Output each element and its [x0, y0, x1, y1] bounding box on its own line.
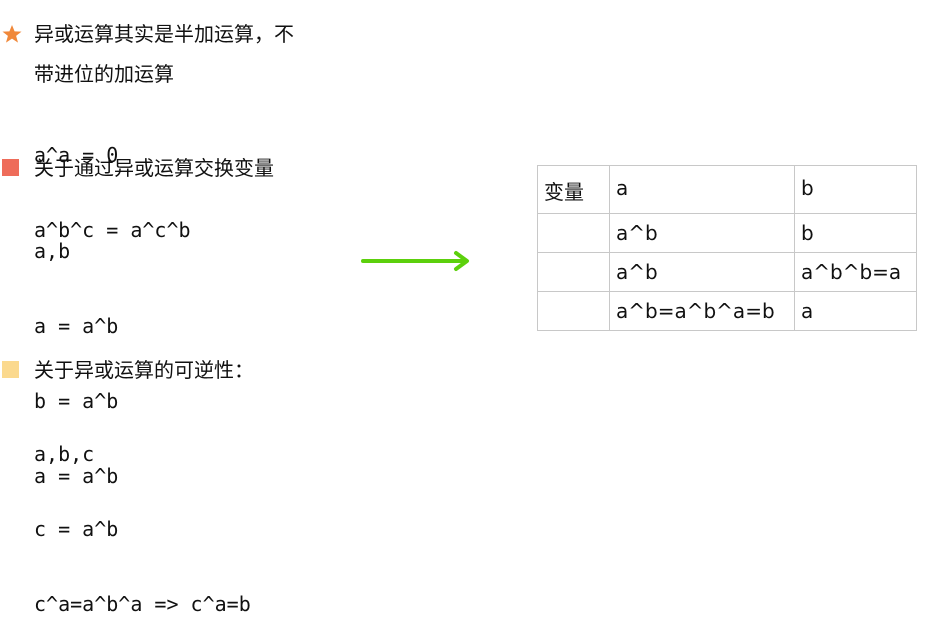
code-line: c = a^b: [34, 517, 119, 541]
section3-code-block: a,b,c c = a^b c^a=a^b^a => c^a=b: [34, 392, 251, 642]
table-cell: [537, 252, 610, 292]
code-line: a = a^b: [34, 314, 119, 338]
table-cell: 变量: [537, 165, 610, 214]
table-cell: b: [794, 165, 917, 214]
code-line: c^a=a^b^a => c^a=b: [34, 592, 251, 616]
table-cell: a^b: [609, 252, 795, 292]
square-bullet-icon: [2, 159, 19, 176]
section1-heading-line2: 带进位的加运算: [34, 62, 174, 86]
code-line: a^a = 0: [34, 143, 119, 167]
table-cell: a^b=a^b^a=b: [609, 291, 795, 331]
section2-code-block: a,b a = a^b b = a^b a = a^b: [34, 189, 118, 514]
table-row: a^b a^b^b=a: [537, 252, 917, 292]
table-row: a^b b: [537, 213, 917, 253]
square-bullet-icon: [2, 361, 19, 378]
xor-swap-table: 变量 a b a^b b a^b a^b^b=a a^b=a^b^a=b a: [537, 165, 917, 331]
code-line: a^b^c = a^c^b: [34, 218, 191, 242]
table-cell: b: [794, 213, 917, 253]
section1-code-block: a^a = 0 a^b^c = a^c^b: [34, 93, 191, 268]
table-cell: [537, 213, 610, 253]
code-line: a,b: [34, 239, 71, 263]
code-line: a,b,c: [34, 442, 95, 466]
table-cell: a: [794, 291, 917, 331]
arrow-right-icon: [361, 251, 469, 271]
section3-heading: 关于异或运算的可逆性：: [34, 358, 254, 382]
table-cell: a: [609, 165, 795, 214]
table-cell: a^b^b=a: [794, 252, 917, 292]
star-icon: [2, 25, 22, 43]
section1-heading-line1: 异或运算其实是半加运算，不: [34, 22, 294, 46]
code-line: b = a^b: [34, 389, 119, 413]
table-cell: [537, 291, 610, 331]
table-cell: a^b: [609, 213, 795, 253]
table-row: a^b=a^b^a=b a: [537, 291, 917, 331]
section2-heading: 关于通过异或运算交换变量: [34, 156, 274, 180]
table-row: 变量 a b: [537, 165, 917, 214]
